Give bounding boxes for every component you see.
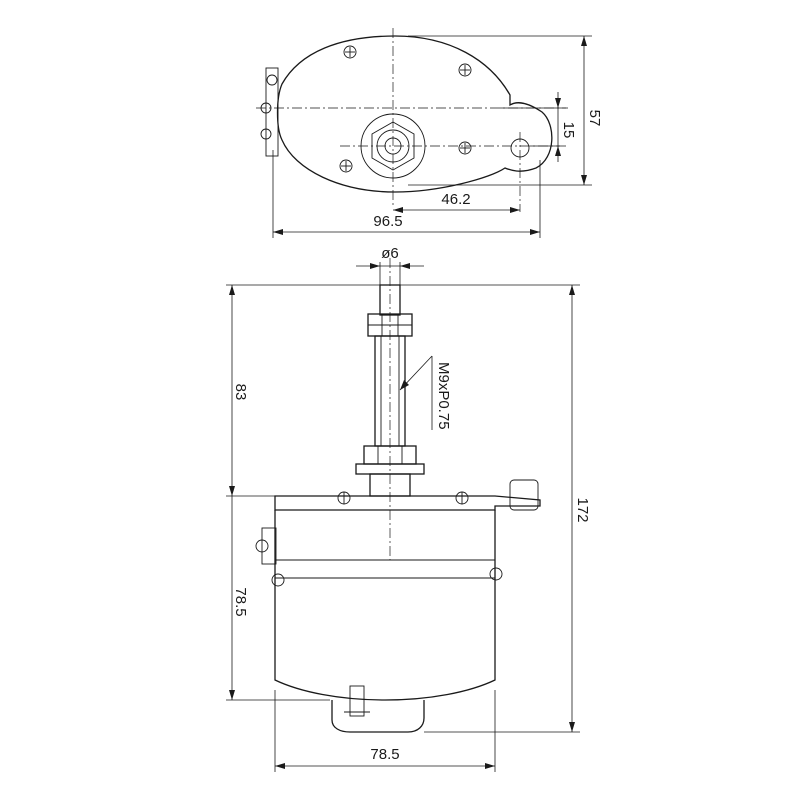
mounting-screw-top-right xyxy=(458,63,472,77)
dim-label-overall-height: 172 xyxy=(574,497,591,522)
dim-label-height-total: 57 xyxy=(586,110,603,127)
dim-label-shaft-to-hole: 46.2 xyxy=(441,191,470,208)
side-screw-left xyxy=(337,491,351,505)
mounting-screw-top-left xyxy=(343,45,357,59)
terminal-screw-bottom xyxy=(260,128,272,140)
dim-label-body-height: 78.5 xyxy=(232,587,249,616)
dim-label-shaft-length: 83 xyxy=(232,384,249,401)
gearbox-top-plate xyxy=(274,495,541,511)
dim-label-overall-width: 96.5 xyxy=(373,213,402,230)
dim-label-body-width: 78.5 xyxy=(370,746,399,763)
dim-label-shaft-diameter: ø6 xyxy=(381,245,399,262)
side-screw-right xyxy=(455,491,469,505)
side-terminal-block xyxy=(261,527,277,565)
dim-label-height-small: 15 xyxy=(560,122,577,139)
top-view: 57 15 46.2 96.5 xyxy=(256,28,603,238)
mounting-ear xyxy=(509,479,539,511)
mounting-screw-bottom-left xyxy=(339,159,353,173)
motor-body xyxy=(274,510,496,701)
mounting-screw-bottom-right xyxy=(458,141,472,155)
shaft-hex-nut xyxy=(371,121,415,171)
terminal-block xyxy=(265,67,279,157)
bottom-bearing-cap xyxy=(331,700,425,733)
top-view-housing-outline xyxy=(276,35,553,193)
side-screw-body-right xyxy=(489,567,503,581)
side-terminal-screw xyxy=(255,539,269,553)
side-view: ø6 M9xP0.75 83 78.5 172 78.5 xyxy=(226,245,591,772)
bottom-bearing-tab xyxy=(349,685,365,717)
terminal-screw-top xyxy=(266,74,278,86)
side-screw-body-left xyxy=(271,573,285,587)
thread-spec-label: M9xP0.75 xyxy=(435,362,452,430)
